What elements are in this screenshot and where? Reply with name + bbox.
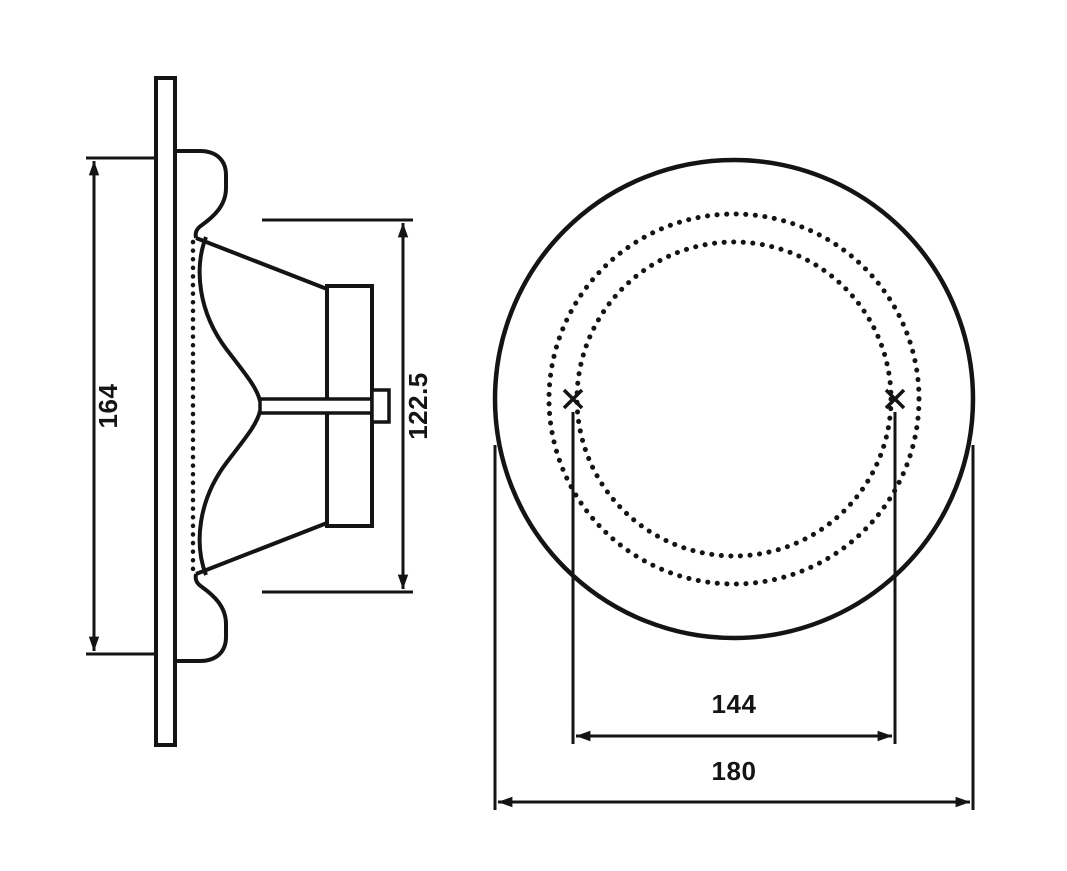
side-view-dimensions: 164 122.5 <box>86 156 433 656</box>
outer-rim-circle <box>492 157 976 641</box>
diameter-dimension-label: 180 <box>712 756 757 786</box>
height-dimension-label: 164 <box>93 384 123 429</box>
side-view <box>154 76 391 747</box>
cone-bottom-curve <box>197 410 262 576</box>
baffle-panel <box>154 76 177 747</box>
top-flange <box>175 149 228 239</box>
grille-dotted-circle-inner <box>574 239 894 559</box>
cross-stroke <box>562 388 584 410</box>
frame-bottom-edge <box>195 521 328 576</box>
frame-top-edge <box>195 236 328 291</box>
grille-dotted-circle-outer <box>546 211 922 587</box>
mounting-hole-right-cross <box>884 388 906 410</box>
cone-top-curve <box>197 236 262 402</box>
terminal-plate <box>370 388 391 424</box>
mounting-hole-left-cross <box>562 388 584 410</box>
front-view-dimensions: 144 180 <box>493 412 975 810</box>
front-view <box>492 157 976 641</box>
voice-coil-bar <box>258 397 374 415</box>
cross-stroke <box>884 388 906 410</box>
depth-dimension-label: 122.5 <box>403 372 433 440</box>
spacing-dimension-label: 144 <box>712 689 757 719</box>
bottom-flange <box>175 573 228 663</box>
